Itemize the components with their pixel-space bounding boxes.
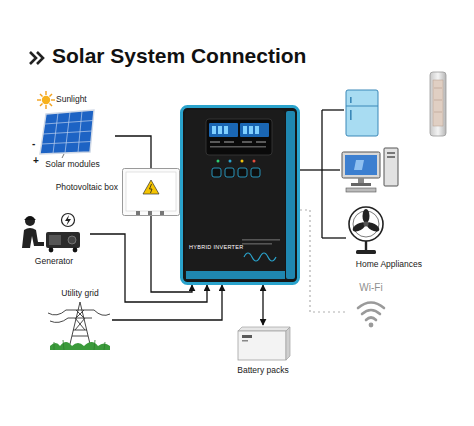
annotation-label: + (33, 155, 39, 166)
annotation-label: Sunlight (56, 94, 87, 104)
solar-modules: Solar modules (30, 108, 115, 172)
sun-icon (37, 91, 55, 109)
title: Solar System Connection (52, 44, 306, 68)
connector (112, 285, 222, 320)
node-label: Home Appliances (356, 259, 422, 269)
home-appliances-group: Home Appliances (316, 86, 424, 272)
node-label: Battery packs (237, 365, 289, 375)
generator: Generator (18, 212, 90, 268)
node-label: Wi-Fi (359, 282, 382, 293)
hybrid-inverter: HYBRID INVERTER (180, 105, 300, 285)
annotation-label: - (32, 138, 35, 149)
water-heater-icon (430, 72, 446, 136)
pv-box-icon (122, 168, 180, 216)
battery-pack: Battery packs (228, 325, 298, 377)
home-appliances-group-icon (316, 86, 424, 272)
pv-box: Photovoltaic box (122, 168, 180, 216)
node-label: Utility grid (61, 288, 98, 298)
utility-grid: Utility grid (48, 288, 112, 352)
connector (115, 136, 151, 168)
node-label: HYBRID INVERTER (189, 244, 244, 250)
connector (300, 169, 316, 170)
hybrid-inverter-icon (180, 105, 300, 285)
node-label: Photovoltaic box (56, 182, 118, 192)
connector (262, 285, 263, 325)
wifi: Wi-Fi (345, 282, 397, 330)
title-chevrons (30, 52, 43, 64)
node-label: Generator (35, 256, 73, 266)
node-label: Solar modules (45, 159, 99, 169)
